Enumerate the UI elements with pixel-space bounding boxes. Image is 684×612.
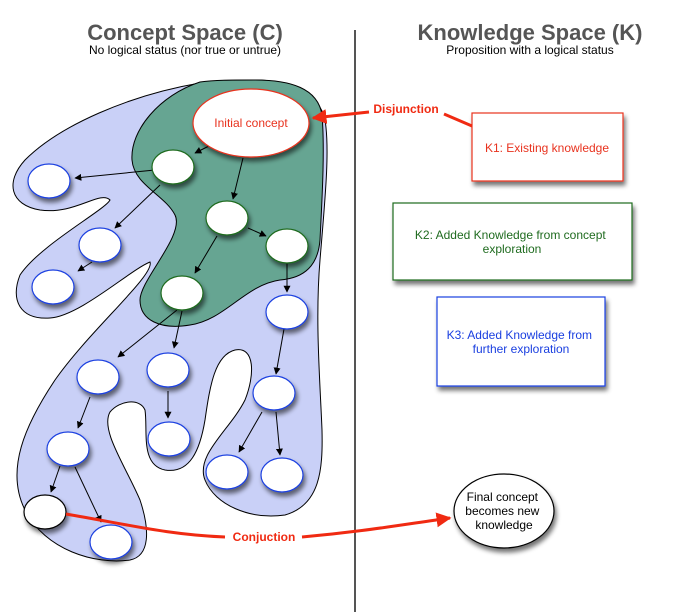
edge: [275, 411, 283, 456]
k2-text-line-1: K2: Added Knowledge from concept: [415, 228, 606, 242]
svg-text:K3: Added Knowledge from: K3: Added Knowledge from further explora…: [447, 328, 596, 356]
knowledge-space-title: Knowledge Space (K): [417, 20, 643, 45]
edge: [231, 157, 244, 200]
concept-node: [78, 227, 122, 263]
edge: [273, 328, 285, 375]
concept-node: [76, 359, 120, 395]
concept-node: [160, 275, 204, 311]
k3-text-line-1: K3: Added Knowledge from: [447, 328, 592, 342]
edge: [247, 227, 267, 237]
concept-node: [151, 149, 195, 185]
conjunction-relation: Conjuction: [65, 512, 452, 544]
knowledge-box-k3: K3: Added Knowledge from further explora…: [436, 296, 606, 387]
concept-node: [252, 375, 296, 411]
k2-text-line-2: exploration: [483, 242, 542, 256]
edge: [171, 310, 183, 349]
disjunction-relation: Disjunction: [311, 102, 473, 128]
initial-concept-node: Initial concept: [192, 88, 310, 158]
disjunction-label: Disjunction: [373, 102, 438, 116]
concept-space-subtitle: No logical status (nor true or untrue): [88, 43, 282, 57]
concept-node: [260, 457, 304, 493]
conjunction-label: Conjuction: [233, 530, 296, 544]
final-concept-node: [23, 494, 67, 530]
concept-node: [205, 200, 249, 236]
concept-node: [147, 421, 191, 457]
knowledge-box-k1: K1: Existing knowledge: [471, 112, 624, 182]
knowledge-box-k2: K2: Added Knowledge from concept explora…: [392, 202, 633, 281]
concept-node: [31, 269, 75, 305]
concept-node: [265, 294, 309, 330]
final-text-line-3: knowledge: [475, 518, 533, 532]
edge: [77, 396, 91, 429]
edge: [77, 261, 93, 272]
green-nodes: [151, 149, 309, 311]
final-knowledge-node: Final concept becomes new knowledge: [453, 473, 555, 549]
svg-text:K1: Existing knowledge: K1: Existing knowledge: [485, 141, 609, 155]
knowledge-space-subtitle: Proposition with a logical status: [446, 43, 614, 57]
edge: [114, 184, 161, 229]
concept-node: [265, 228, 309, 264]
blue-nodes: [27, 163, 309, 560]
concept-node: [89, 524, 133, 560]
edge: [238, 411, 263, 453]
final-text-line-1: Final concept: [467, 490, 539, 504]
initial-concept-label: Initial concept: [214, 116, 288, 130]
concept-edges: [49, 144, 291, 523]
edge: [117, 309, 178, 358]
k1-text: K1: Existing knowledge: [485, 141, 609, 155]
edge: [74, 466, 102, 523]
k3-text-line-2: further exploration: [473, 342, 570, 356]
concept-space-title: Concept Space (C): [87, 20, 283, 45]
svg-text:K2: Added Knowledge from conce: K2: Added Knowledge from concept explora…: [415, 228, 609, 256]
concept-node: [46, 431, 90, 467]
svg-text:Final concept becomes ne: Final concept becomes new knowledge: [465, 490, 542, 532]
final-text-line-2: becomes new: [465, 504, 539, 518]
edge: [194, 235, 218, 274]
edge: [74, 169, 156, 181]
concept-node: [205, 454, 249, 490]
concept-node: [27, 163, 71, 199]
concept-node: [146, 352, 190, 388]
edge: [49, 465, 61, 493]
